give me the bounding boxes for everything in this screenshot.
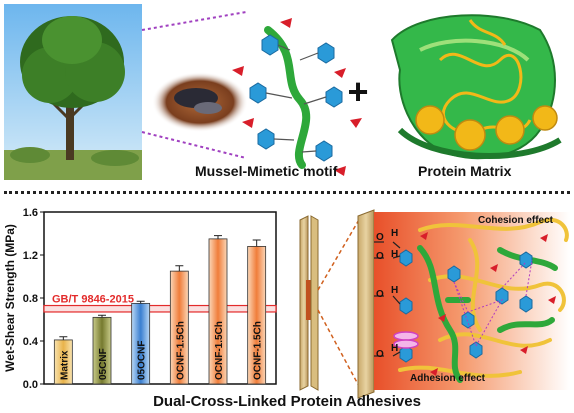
error-bar-5 — [252, 239, 261, 247]
mussel-motif-label: Mussel-Mimetic motif — [195, 163, 338, 179]
x-tick-label-4: OCNF-1.5Ch — [214, 321, 225, 380]
plus-sign: + — [347, 71, 368, 112]
atom-o-1: O — [376, 232, 384, 243]
y-tick-label-3: 1.2 — [23, 250, 38, 262]
bar-chart: 0.0 0.4 0.8 1.2 1.6 Matrix 05CNF 05OCNF OCNF-1.… — [3, 207, 277, 391]
zoom-line-top — [141, 11, 247, 31]
reference-label: GB/T 9846-2015 — [52, 294, 134, 306]
x-tick-label-3: OCNF-1.5Ch — [175, 321, 186, 380]
chart-frame — [43, 211, 277, 385]
atom-h-4: H — [391, 343, 399, 354]
atom-o-3: O — [376, 289, 384, 300]
error-bar-1 — [98, 314, 106, 318]
mussel-photo — [152, 72, 248, 132]
y-tick-label-4: 1.6 — [23, 207, 38, 219]
error-bar-2 — [136, 300, 145, 304]
tree-photo — [4, 4, 142, 180]
protein-matrix-label: Protein Matrix — [418, 163, 512, 179]
y-tick-label-1: 0.4 — [23, 336, 39, 348]
atom-o-2: O — [376, 251, 384, 262]
y-tick-label-2: 0.8 — [23, 293, 38, 305]
adhesion-effect-label: Adhesion effect — [410, 373, 486, 384]
figure-title: Dual-Cross-Linked Protein Adhesives — [153, 393, 421, 410]
y-tick-label-0: 0.0 — [23, 379, 38, 391]
zoom-line-bottom — [141, 131, 247, 159]
atom-o-4: O — [376, 349, 384, 360]
x-tick-label-2: 05OCNF — [137, 341, 148, 380]
adhesion-schematic — [299, 209, 570, 399]
x-tick-label-0: Matrix — [59, 350, 70, 380]
atom-h-2: H — [391, 249, 399, 260]
error-bar-3 — [175, 265, 184, 272]
x-tick-label-5: OCNF-1.5Ch — [253, 321, 264, 380]
atom-h-1: H — [391, 228, 399, 239]
atom-h-3: H — [391, 285, 399, 296]
section-divider — [4, 191, 570, 194]
x-tick-label-1: 05CNF — [98, 348, 109, 380]
error-bar-4 — [214, 235, 222, 239]
y-axis-label: Wet-Shear Strength (MPa) — [3, 224, 17, 372]
mussel-motif-molecule — [232, 18, 362, 176]
reference-band — [43, 304, 277, 313]
cohesion-effect-label: Cohesion effect — [478, 215, 554, 226]
protein-matrix-illustration — [390, 14, 562, 160]
error-bar-0 — [59, 336, 68, 340]
